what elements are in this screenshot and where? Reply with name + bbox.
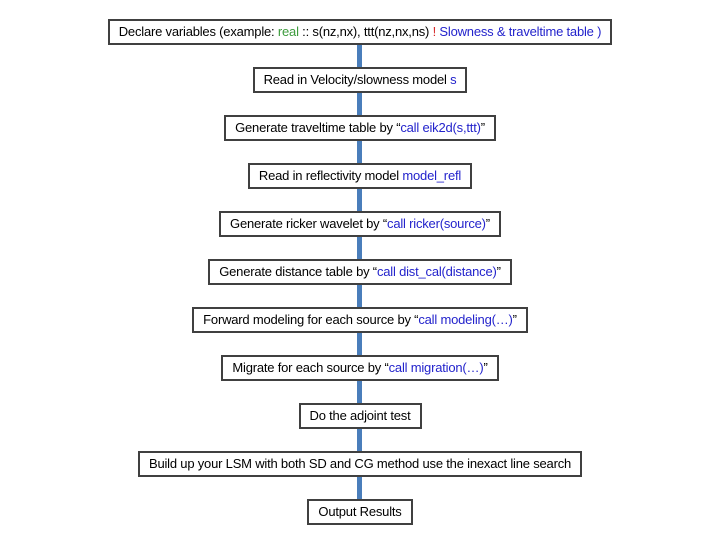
flow-node-read-reflectivity-model: Read in reflectivity model model_refl — [247, 163, 473, 189]
text-segment: Slowness & traveltime table ) — [436, 24, 602, 39]
text-segment: Build up your LSM with both SD and CG me… — [148, 456, 572, 471]
flow-node-generate-traveltime-table: Generate traveltime table by “call eik2d… — [224, 115, 496, 141]
flow-node-adjoint-test: Do the adjoint test — [298, 403, 422, 429]
flow-node-build-lsm: Build up your LSM with both SD and CG me… — [137, 451, 583, 477]
flow-node-generate-distance-table: Generate distance table by “call dist_ca… — [208, 259, 512, 285]
text-segment: Read in Velocity/slowness model — [263, 72, 451, 87]
text-segment: ” — [496, 264, 501, 279]
text-segment: call migration(…) — [388, 360, 484, 375]
text-segment: ” — [480, 120, 485, 135]
text-segment: Generate ricker wavelet by “ — [230, 216, 388, 231]
text-segment: Forward modeling for each source by “ — [203, 312, 419, 327]
text-segment: call modeling(…) — [418, 312, 513, 327]
flow-node-declare-variables: Declare variables (example: real :: s(nz… — [107, 19, 613, 45]
text-segment: Generate distance table by “ — [219, 264, 377, 279]
flow-node-read-velocity-model: Read in Velocity/slowness model s — [252, 67, 468, 93]
text-segment: ” — [483, 360, 488, 375]
text-segment: Read in reflectivity model — [258, 168, 403, 183]
text-segment: call eik2d(s,ttt) — [400, 120, 481, 135]
text-segment: call dist_cal(distance) — [376, 264, 497, 279]
text-segment: ! — [432, 24, 437, 39]
text-segment: s — [450, 72, 457, 87]
text-segment: Generate traveltime table by “ — [235, 120, 401, 135]
text-segment: Declare variables (example: — [118, 24, 278, 39]
text-segment: ” — [485, 216, 490, 231]
flow-node-migrate-each-source: Migrate for each source by “call migrati… — [221, 355, 499, 381]
text-segment: Output Results — [318, 504, 402, 519]
text-segment: Do the adjoint test — [309, 408, 411, 423]
flow-node-forward-modeling: Forward modeling for each source by “cal… — [192, 307, 528, 333]
text-segment: ” — [512, 312, 517, 327]
text-segment: :: s(nz,nx), ttt(nz,nx,ns) — [298, 24, 433, 39]
flow-node-generate-ricker-wavelet: Generate ricker wavelet by “call ricker(… — [219, 211, 501, 237]
text-segment: Migrate for each source by “ — [232, 360, 389, 375]
text-segment: real — [277, 24, 299, 39]
text-segment: call ricker(source) — [387, 216, 486, 231]
flow-node-output-results: Output Results — [307, 499, 413, 525]
text-segment: model_refl — [402, 168, 462, 183]
